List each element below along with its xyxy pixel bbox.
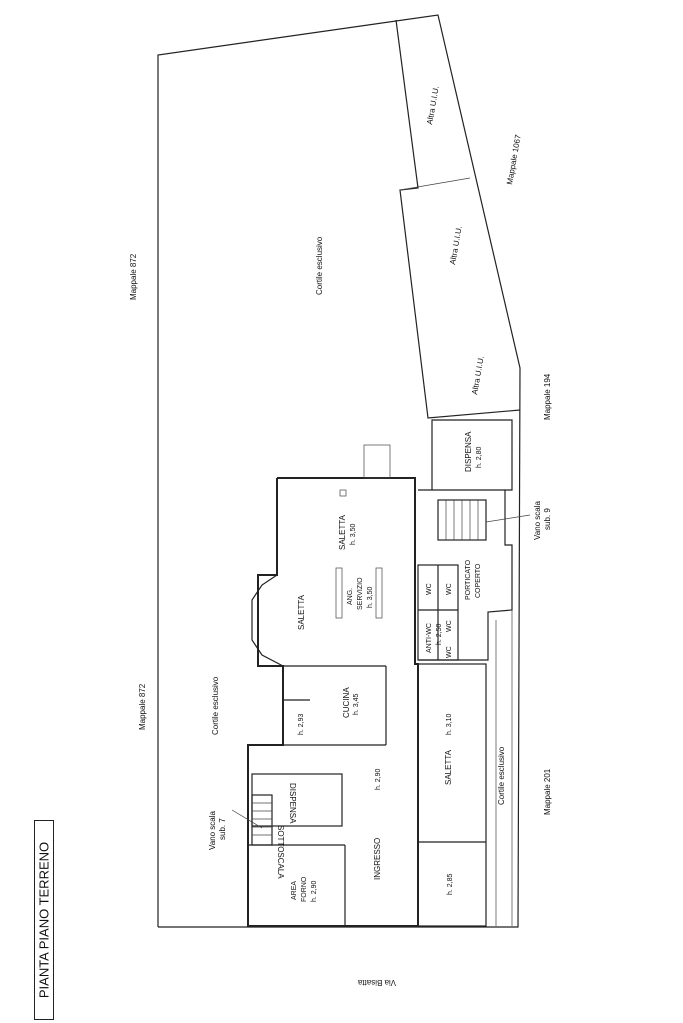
room-saletta-bottom-name: SALETTA xyxy=(444,749,453,785)
room-area-forno-name2: FORNO xyxy=(301,876,308,902)
parcel-label-bottom-right: Mappale 201 xyxy=(543,768,552,815)
counter-2 xyxy=(375,567,383,619)
room-porticato-name1: PORTICATO xyxy=(465,559,472,600)
room-vano-scala-7-name: Vano scala xyxy=(208,810,217,850)
stair-9-steps xyxy=(445,500,479,540)
room-saletta-top-name: SALETTA xyxy=(338,514,347,550)
room-sottoscala-name: SOTTOSCALA xyxy=(276,825,285,879)
exterior-steps xyxy=(363,444,391,479)
room-vano-scala-7-sub: sub. 7 xyxy=(218,818,227,840)
room-ang-name2: SERVIZIO xyxy=(357,577,364,610)
room-anti-wc-name: ANTI-WC xyxy=(426,623,433,653)
room-porticato-name2: COPERTO xyxy=(475,563,482,598)
parcel-label-right: Mappale 194 xyxy=(543,373,552,420)
courtyard-label-lower-left: Cortile esclusivo xyxy=(211,676,220,735)
parcel-label-top-right: Mappale 1067 xyxy=(505,133,523,185)
room-area-forno-height: h. 2,90 xyxy=(311,880,318,902)
other-unit-line xyxy=(399,177,471,191)
street-label: Via Bisatta xyxy=(357,978,396,987)
room-h293: h. 2,93 xyxy=(298,713,305,735)
room-anti-wc-height: h. 2,50 xyxy=(436,623,443,645)
other-unit-label-1: Altra U.I.U. xyxy=(425,85,441,125)
other-unit-boundary xyxy=(395,19,521,419)
fixture xyxy=(339,489,347,497)
stair-7-steps xyxy=(252,802,272,836)
building-outline xyxy=(247,477,419,927)
other-unit-label-3: Altra U.I.U. xyxy=(470,355,486,395)
other-unit-label-2: Altra U.I.U. xyxy=(448,225,464,265)
stair-7 xyxy=(251,794,273,846)
courtyard-label-lower-right: Cortile esclusivo xyxy=(497,746,506,805)
room-ingresso-height: h. 2,90 xyxy=(375,768,382,790)
room-dispensa-left-name: DISPENSA xyxy=(288,783,297,824)
parcel-label-top-left: Mappale 872 xyxy=(129,253,138,300)
stair-7-pointer xyxy=(231,809,263,829)
room-wc-1: WC xyxy=(426,583,433,595)
parcel-label-bottom-left: Mappale 872 xyxy=(138,683,147,730)
bay-window xyxy=(251,574,284,667)
room-area-forno-name1: AREA xyxy=(291,881,298,900)
stair-9-pointer xyxy=(485,514,531,523)
counter-1 xyxy=(335,567,343,619)
plan-title: PIANTA PIANO TERRENO xyxy=(36,841,52,999)
room-saletta-top-height: h. 3,50 xyxy=(350,523,357,545)
room-ingresso-name: INGRESSO xyxy=(373,838,382,880)
room-vano-scala-9-name: Vano scala xyxy=(533,500,542,540)
room-cucina-height: h. 3,45 xyxy=(353,693,360,715)
room-saletta-bottom-height: h. 3,10 xyxy=(446,713,453,735)
room-saletta-left-name: SALETTA xyxy=(297,594,306,630)
courtyard-label-main: Cortile esclusivo xyxy=(315,236,324,295)
room-ang-name1: ANG. xyxy=(347,588,354,605)
room-vano-scala-9-sub: sub. 9 xyxy=(543,508,552,530)
annex-outline xyxy=(418,419,513,661)
saletta-room xyxy=(417,663,487,927)
room-wc-4: WC xyxy=(446,646,453,658)
plan-title-box: PIANTA PIANO TERRENO xyxy=(34,820,54,1020)
property-boundary xyxy=(157,14,521,928)
room-wc-3: WC xyxy=(446,620,453,632)
room-ang-height: h. 3,50 xyxy=(367,586,374,608)
room-dispensa-right-height: h. 2,80 xyxy=(476,446,483,468)
room-cucina-name: CUCINA xyxy=(342,687,351,718)
room-285: h. 2,85 xyxy=(447,873,454,895)
room-wc-2: WC xyxy=(446,583,453,595)
room-dispensa-right-name: DISPENSA xyxy=(464,431,473,472)
